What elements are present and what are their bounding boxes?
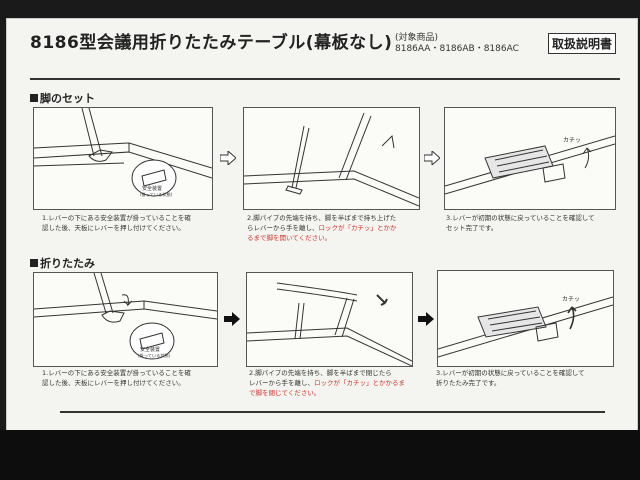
arrow-right-outline-icon [220,151,236,165]
bottom-rule [60,411,605,413]
setup-step-1-caption: 1.レバーの下にある安全装置が掛っていることを確 認した後、天板にレバーを押し付… [42,214,191,232]
square-bullet-icon [30,94,38,102]
fold-step-1-callout-b: (掛っている状態) [138,352,171,359]
panel-fold-step-2 [246,272,413,367]
fold-step-1-caption: 1.レバーの下にある安全装置が掛っていることを確 認した後、天板にレバーを押し付… [42,369,191,387]
section-title-leg-setup: 脚のセット [30,90,95,106]
fold-step-3-caption: 3.レバーが初期の状態に戻っていることを確認して 折りたたみ完了です。 [436,369,585,387]
title-rule [30,78,620,80]
panel-fold-step-1: 安全装置 (掛っている状態) [33,272,218,367]
fold-step-1-callout-a: 安全装置 [140,346,160,353]
fold-step-1-illustration: 安全装置 (掛っている状態) [34,273,217,360]
setup-step-3-click-label: カチッ [563,137,581,144]
setup-step-1-illustration: 安全装置 (掛っている状態) [34,108,212,198]
panel-setup-step-3: カチッ [444,107,616,210]
panel-setup-step-2 [243,107,420,210]
manual-badge: 取扱説明書 [548,33,617,54]
target-products-label: (対象商品) [395,33,439,43]
fold-step-3-click-label: カチッ [562,296,580,303]
setup-step-2-illustration [244,112,419,207]
fold-step-2-illustration [247,282,412,366]
sheet-bottom-shadow [0,430,640,480]
panel-fold-step-3: カチッ [437,270,614,367]
fold-step-3-illustration: カチッ [438,296,613,358]
arrow-right-outline-icon [424,151,440,165]
setup-step-3-caption: 3.レバーが初期の状態に戻っていることを確認して セット完了です。 [446,214,595,232]
setup-step-2-caption: 2.脚パイプの先端を持ち、脚を半ばまで持ち上げた らレバーから手を離し、ロックが… [247,214,397,242]
arrow-right-solid-icon [418,312,434,326]
setup-step-1-callout-a: 安全装置 [142,185,162,192]
fold-step-2-caption: 2.脚パイプの先端を持ち、脚を半ばまで閉じたら レバーから手を離し、ロックが「カ… [249,369,405,397]
square-bullet-icon [30,259,38,267]
setup-step-1-callout-b: (掛っている状態) [140,191,173,198]
section-title-folding: 折りたたみ [30,255,95,271]
target-products: (対象商品) 8186AA・8186AB・8186AC [395,33,519,55]
arrow-right-solid-icon [224,312,240,326]
target-products-list: 8186AA・8186AB・8186AC [395,44,519,54]
sheet-title: 8186型会議用折りたたみテーブル(幕板なし) [30,33,393,53]
panel-setup-step-1: 安全装置 (掛っている状態) [33,107,213,210]
setup-step-3-illustration: カチッ [445,135,615,195]
instruction-sheet [6,18,638,450]
